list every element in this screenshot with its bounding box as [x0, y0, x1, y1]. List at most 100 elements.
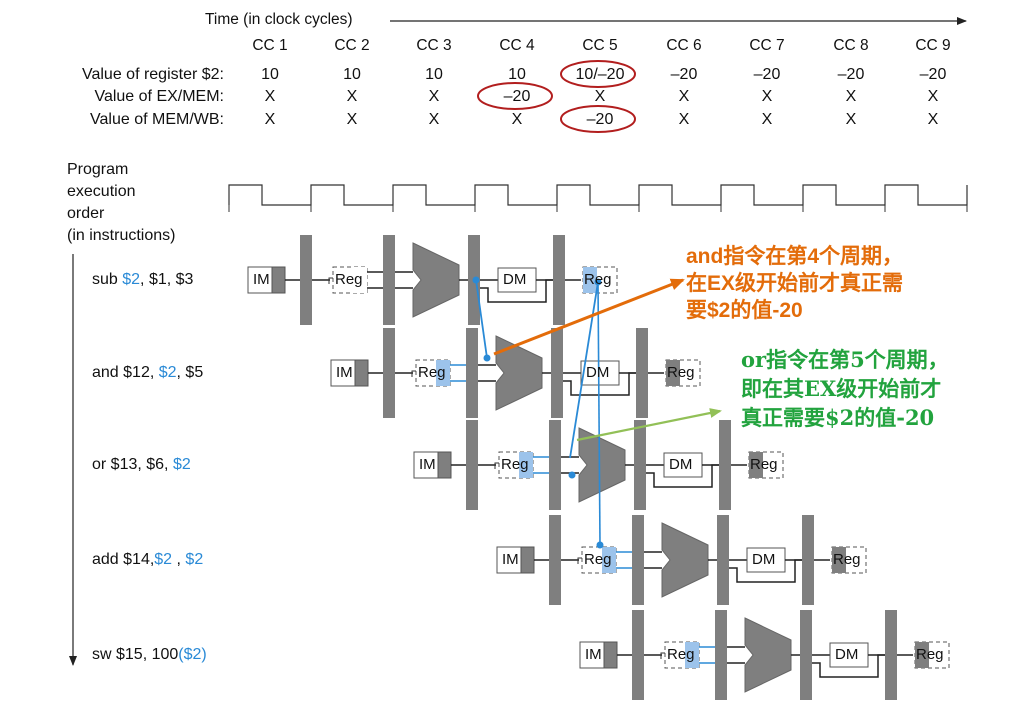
- pipeline-register: [466, 420, 478, 510]
- pipeline-register: [549, 420, 561, 510]
- highlight-circle: [560, 105, 636, 133]
- program-label-line: (in instructions): [67, 227, 176, 244]
- row-value: X: [346, 111, 358, 128]
- row-value: X: [264, 111, 276, 128]
- highlight-circle: [560, 60, 636, 88]
- dm-block: [497, 267, 537, 293]
- dm-block: [829, 642, 869, 668]
- dm-label: DM: [835, 646, 859, 663]
- instruction-label: and $12, $2, $5: [92, 364, 203, 382]
- row-value: X: [761, 111, 773, 128]
- dm-label: DM: [669, 456, 693, 473]
- cycle-header: CC 8: [833, 37, 869, 54]
- reg-read-block: [664, 641, 700, 669]
- pipeline-rows: [247, 235, 950, 700]
- pipeline-register: [632, 610, 644, 700]
- dm-block: [746, 547, 786, 573]
- row-value: –20: [837, 66, 865, 83]
- row-value: –20: [753, 66, 781, 83]
- dm-block: [663, 452, 703, 478]
- reg-write-fill: [915, 642, 929, 668]
- time-axis-label: Time (in clock cycles): [205, 11, 353, 28]
- reg-read-fill: [436, 360, 450, 386]
- and-note-fragment: -20: [772, 299, 803, 322]
- pipeline-register: [634, 420, 646, 510]
- cycle-header: CC 5: [582, 37, 618, 54]
- row-value: X: [761, 88, 773, 105]
- row-value: X: [845, 88, 857, 105]
- and-note-fragment: 在: [686, 271, 707, 295]
- row-label: Value of EX/MEM:: [94, 88, 224, 105]
- instruction-label: or $13, $6, $2: [92, 456, 191, 474]
- and-note-fragment: and: [686, 245, 724, 268]
- forward-dot: [596, 541, 604, 549]
- pipeline-register: [553, 235, 565, 325]
- alu: [412, 242, 460, 318]
- reg-read-label: Reg: [584, 551, 612, 568]
- row-value: –20: [586, 111, 614, 128]
- pipeline-register: [719, 420, 731, 510]
- cycle-header: CC 3: [416, 37, 452, 54]
- pipeline-register: [632, 515, 644, 605]
- instruction-text: add $14,: [92, 551, 155, 568]
- reg-write-fill: [583, 267, 597, 293]
- im-block: [247, 266, 273, 294]
- pipeline-row: [579, 610, 950, 700]
- reg-read-fill: [685, 642, 699, 668]
- program-label-line: execution: [67, 183, 136, 200]
- reg-write-fill: [749, 452, 763, 478]
- instruction-text: , $5: [176, 364, 204, 381]
- clock-waveform: [228, 184, 968, 212]
- row-value: 10: [508, 66, 526, 83]
- register-highlight: $2: [158, 364, 177, 381]
- dm-block: [580, 360, 620, 386]
- pipeline-register: [636, 328, 648, 418]
- row-value: 10: [261, 66, 279, 83]
- or-note-line: 即在其EX级开始前才: [741, 376, 942, 401]
- reg-read-fill: [602, 547, 616, 573]
- pipeline-register: [466, 328, 478, 418]
- instruction-text: ,: [172, 551, 186, 568]
- im-fill: [271, 266, 286, 294]
- pipeline-register: [717, 515, 729, 605]
- and-note-line: 要$2的值-20: [686, 297, 903, 324]
- pipeline-register: [549, 515, 561, 605]
- im-fill: [354, 359, 369, 387]
- reg-read-fill: [519, 452, 533, 478]
- row-value: 10/–20: [575, 66, 625, 83]
- value-circles: [477, 60, 636, 133]
- alu: [578, 427, 626, 503]
- instruction-label: sub $2, $1, $3: [92, 271, 193, 289]
- cycle-header: CC 2: [334, 37, 370, 54]
- cycle-header: CC 1: [252, 37, 288, 54]
- forward-dot: [483, 354, 491, 362]
- pipeline-register: [383, 235, 395, 325]
- pipeline-register: [551, 328, 563, 418]
- alu: [744, 617, 792, 693]
- or-note-arrow: [576, 408, 722, 442]
- cycle-header: CC 9: [915, 37, 951, 54]
- pipeline-register: [715, 610, 727, 700]
- row-value: X: [594, 88, 606, 105]
- instruction-text: sw $15, 100: [92, 646, 179, 663]
- reg-read-block: [332, 266, 368, 294]
- register-highlight: $2: [122, 271, 141, 288]
- and-note-fragment: 指令在第: [723, 244, 808, 268]
- or-note-line: 真正需要$2的值-20: [741, 405, 935, 430]
- row-value: –20: [503, 88, 531, 105]
- reg-read-label: Reg: [335, 271, 363, 288]
- instruction-label: add $14,$2 , $2: [92, 551, 203, 569]
- reg-tick: [328, 277, 333, 284]
- and-note-fragment: 个周期，: [819, 244, 904, 268]
- instruction-text: sub: [92, 271, 123, 288]
- reg-write-label: Reg: [916, 646, 944, 663]
- pipeline-row: [247, 235, 618, 325]
- row-value: X: [927, 88, 939, 105]
- pipeline-register: [383, 328, 395, 418]
- reg-write-label: Reg: [833, 551, 861, 568]
- and-note-line: and指令在第4个周期，: [686, 243, 903, 270]
- row-value: X: [845, 111, 857, 128]
- row-value: X: [678, 88, 690, 105]
- im-label: IM: [419, 456, 436, 473]
- reg-read-block: [415, 359, 451, 387]
